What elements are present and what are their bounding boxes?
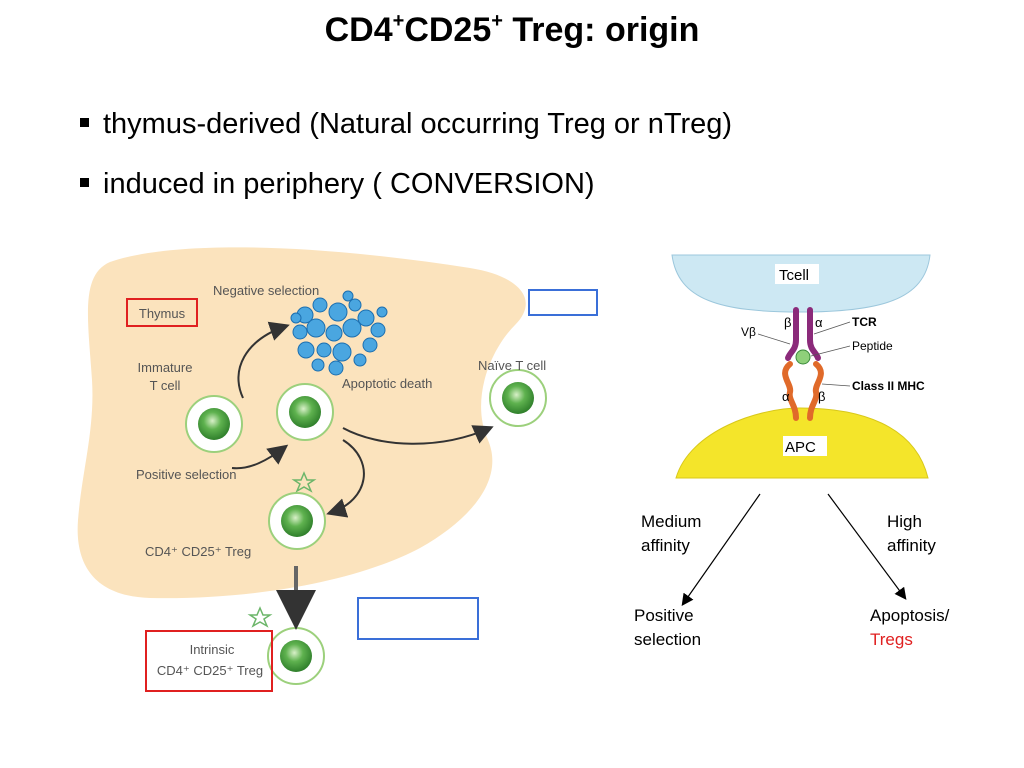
- star-icon: [247, 606, 273, 628]
- tcr-label: TCR: [852, 315, 877, 329]
- page-title: CD4+CD25+ Treg: origin: [324, 10, 700, 49]
- naive-t-cell-icon: [489, 369, 547, 427]
- alpha-bottom-label: α: [782, 389, 790, 404]
- mhc-pointer: [821, 383, 851, 387]
- tregs-label: Tregs: [870, 630, 913, 649]
- blue-box-bottom: [357, 597, 479, 640]
- selected-t-cell-icon: [276, 383, 334, 441]
- arrow-high-affinity: [827, 493, 907, 600]
- immature-t-cell-label-1: Immature: [138, 360, 193, 375]
- v-beta-pointer: [757, 333, 791, 345]
- arrow-to-naive: [342, 425, 494, 445]
- beta-bottom-label: β: [818, 389, 825, 404]
- intrinsic-label-2: CD4⁺ CD25⁺ Treg: [157, 663, 263, 678]
- intrinsic-label-box: [145, 630, 273, 692]
- peptide-icon: [795, 349, 811, 365]
- arrow-positive-selection: [231, 444, 289, 470]
- peptide-label: Peptide: [852, 339, 893, 353]
- positive-selection-outcome-1: Positive: [634, 606, 694, 625]
- positive-selection-outcome-2: selection: [634, 630, 701, 649]
- bullet-text: induced in periphery ( CONVERSION): [103, 168, 595, 200]
- immature-t-cell-icon: [185, 395, 243, 453]
- apoptotic-death-label: Apoptotic death: [342, 376, 432, 391]
- apoptosis-label: Apoptosis/: [870, 606, 950, 625]
- peptide-pointer: [810, 345, 851, 357]
- tcr-pointer: [813, 321, 851, 335]
- beta-top-label: β: [784, 315, 791, 330]
- thymus-label: Thymus: [139, 306, 186, 321]
- apc-label: APC: [785, 439, 816, 456]
- positive-selection-label: Positive selection: [136, 467, 236, 482]
- bullet-marker: [80, 118, 89, 127]
- mhc-icon: [782, 361, 824, 421]
- tcell-label-box: [775, 264, 819, 284]
- medium-affinity-label-1: Medium: [641, 512, 701, 531]
- v-beta-label: Vβ: [741, 325, 756, 339]
- high-affinity-label-1: High: [887, 512, 922, 531]
- treg-label: CD4⁺ CD25⁺ Treg: [145, 544, 251, 559]
- alpha-top-label: α: [815, 315, 823, 330]
- negative-selection-label: Negative selection: [213, 283, 319, 298]
- thymus-label-box: [126, 298, 198, 327]
- blue-box-top: [528, 289, 598, 316]
- arrow-to-treg: [326, 439, 365, 518]
- apc-label-box: [783, 436, 827, 456]
- bullet-marker: [80, 178, 89, 187]
- tcr-icon: [785, 307, 821, 361]
- treg-cell-icon: [268, 492, 326, 550]
- star-icon: [291, 471, 317, 493]
- arrow-medium-affinity: [681, 493, 761, 606]
- naive-t-cell-label: Naïve T cell: [478, 358, 546, 373]
- immature-t-cell-label-2: T cell: [150, 378, 181, 393]
- tcell-label: Tcell: [779, 267, 809, 284]
- arrow-to-negative-selection: [237, 321, 290, 399]
- intrinsic-label-1: Intrinsic: [190, 642, 235, 657]
- bullet-text: thymus-derived (Natural occurring Treg o…: [103, 108, 733, 140]
- medium-affinity-label-2: affinity: [641, 536, 690, 555]
- bullet-induced-periphery: induced in periphery ( CONVERSION): [80, 168, 595, 201]
- bullet-thymus-derived: thymus-derived (Natural occurring Treg o…: [80, 108, 732, 141]
- apoptotic-cells-icon: [290, 290, 388, 376]
- high-affinity-label-2: affinity: [887, 536, 936, 555]
- class-ii-mhc-label: Class II MHC: [852, 379, 925, 393]
